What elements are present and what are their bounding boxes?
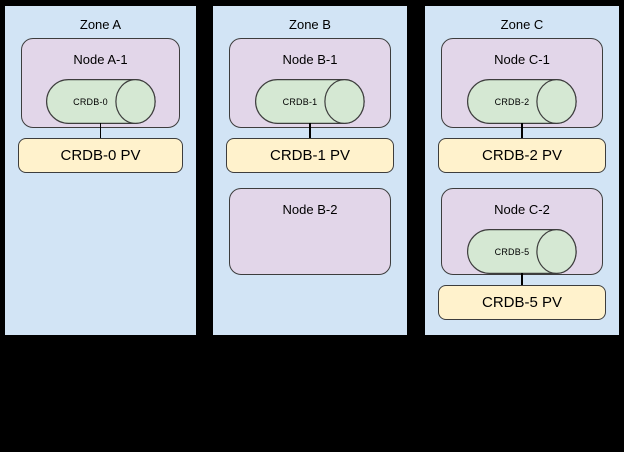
connector-line <box>521 273 523 285</box>
zone-a: Zone A Node A-1 CRDB-0 CRDB-0 PV <box>4 5 197 336</box>
pv-label: CRDB-0 PV <box>60 147 141 164</box>
connector-line <box>309 123 311 138</box>
cylinder-label: CRDB-0 <box>73 96 108 107</box>
cylinder-label: CRDB-2 <box>494 96 530 107</box>
pv-label: CRDB-5 PV <box>481 294 563 311</box>
pv-label: CRDB-2 PV <box>481 147 563 164</box>
cylinder-label: CRDB-1 <box>282 96 318 107</box>
crdb-1-pv: CRDB-1 PV <box>226 138 394 173</box>
crdb-2-cylinder: CRDB-2 <box>467 79 577 124</box>
database-cylinder-icon <box>467 229 577 274</box>
node-c-2: Node C-2 CRDB-5 <box>441 188 603 275</box>
crdb-1-cylinder: CRDB-1 <box>255 79 365 124</box>
node-a-1: Node A-1 CRDB-0 <box>21 38 180 128</box>
crdb-0-pv: CRDB-0 PV <box>18 138 183 173</box>
node-b-2: Node B-2 <box>229 188 391 275</box>
node-label: Node B-2 <box>282 202 338 217</box>
node-label: Node B-1 <box>282 52 338 67</box>
pv-label: CRDB-1 PV <box>269 147 351 164</box>
database-cylinder-icon <box>255 79 365 124</box>
zone-label: Zone A <box>79 17 122 32</box>
node-label: Node A-1 <box>73 52 128 67</box>
connector-line <box>99 123 101 138</box>
crdb-5-cylinder: CRDB-5 <box>467 229 577 274</box>
node-b-1: Node B-1 CRDB-1 <box>229 38 391 128</box>
crdb-2-pv: CRDB-2 PV <box>438 138 606 173</box>
zone-label: Zone B <box>289 17 331 32</box>
connector-line <box>521 123 523 138</box>
database-cylinder-icon <box>467 79 577 124</box>
crdb-5-pv: CRDB-5 PV <box>438 285 606 320</box>
crdb-0-cylinder: CRDB-0 <box>45 79 156 124</box>
node-c-1: Node C-1 CRDB-2 <box>441 38 603 128</box>
zone-label: Zone C <box>500 17 544 32</box>
zone-b: Zone B Node B-1 CRDB-1 CRDB-1 PV Node B-… <box>212 5 408 336</box>
cylinder-label: CRDB-5 <box>494 246 530 257</box>
zone-c: Zone C Node C-1 CRDB-2 CRDB-2 PV Node C-… <box>424 5 620 336</box>
node-label: Node C-1 <box>494 52 550 67</box>
node-label: Node C-2 <box>494 202 550 217</box>
database-cylinder-icon <box>45 79 156 124</box>
